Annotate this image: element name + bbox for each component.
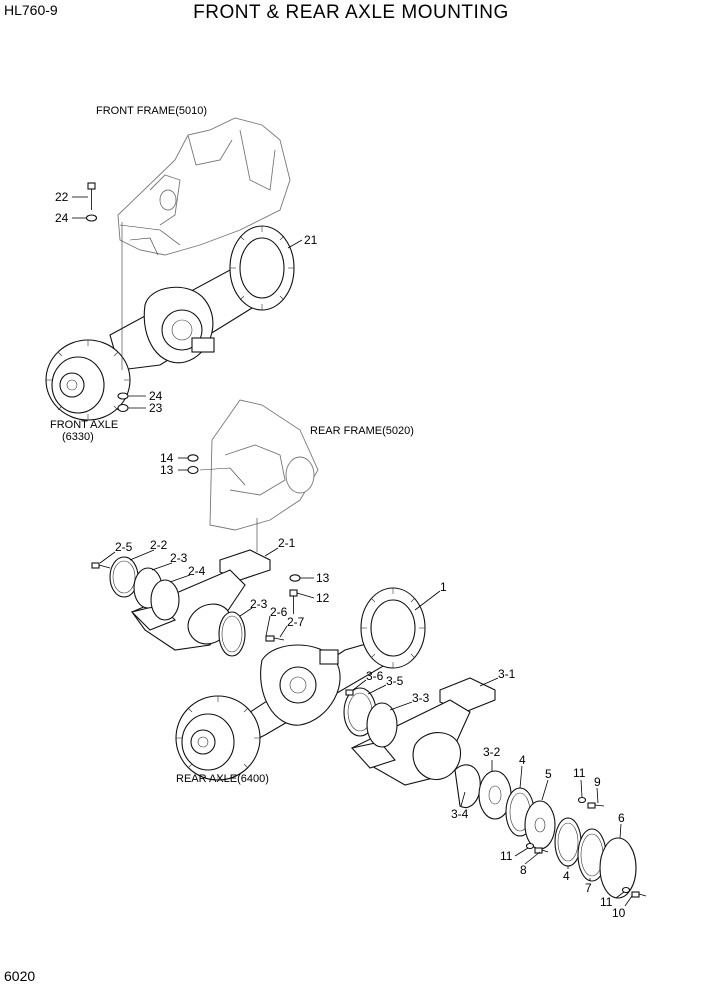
callout-2-3: 2-3: [250, 597, 268, 611]
callout-7: 7: [585, 881, 592, 895]
front-washer-nut-24-23: [117, 392, 129, 413]
rear-frame-label: REAR FRAME(5020): [310, 425, 414, 437]
rear-washer-nut-14-13: [187, 454, 199, 475]
callout-11: 11: [600, 895, 613, 909]
callout-3-4: 3-4: [451, 807, 469, 821]
callout-4: 4: [563, 869, 570, 883]
rear-bolts-2-5-2-7: [91, 562, 285, 642]
callout-10: 10: [612, 906, 626, 920]
front-frame-drawing: [117, 117, 291, 256]
rear-frame-drawing: [199, 399, 319, 531]
page-title: FRONT & REAR AXLE MOUNTING: [193, 2, 509, 23]
rear-axle-label: REAR AXLE(6400): [176, 773, 269, 785]
front-axle-drawing: [45, 225, 295, 421]
callout-2-7: 2-7: [287, 615, 305, 629]
callout-23: 23: [149, 401, 163, 415]
callout-2-3: 2-3: [170, 551, 188, 565]
callout-3-6: 3-6: [366, 669, 384, 683]
callout-13: 13: [316, 571, 330, 585]
callout-3-3: 3-3: [412, 691, 430, 705]
callout-1: 1: [440, 580, 447, 594]
callout-8: 8: [520, 863, 527, 877]
rear-mount-bracket-3: [350, 677, 496, 786]
callout-4: 4: [519, 753, 526, 767]
callout-2-6: 2-6: [270, 605, 288, 619]
front-axle-label: FRONT AXLE: [50, 419, 118, 431]
rear-bolt-12-13: [289, 574, 301, 614]
front-axle-code: (6330): [62, 431, 94, 443]
rear-mount-rings-3: [343, 687, 637, 899]
front-bolt-22: [85, 182, 123, 370]
page-number: 6020: [4, 968, 36, 984]
callout-11: 11: [500, 849, 513, 863]
callout-14: 14: [160, 451, 174, 465]
callout-24: 24: [149, 389, 163, 403]
callout-13: 13: [160, 463, 174, 477]
model-code: HL760-9: [4, 2, 58, 18]
front-frame-label: FRONT FRAME(5010): [96, 105, 207, 117]
callout-5: 5: [545, 767, 552, 781]
callout-3-2: 3-2: [483, 745, 501, 759]
callout-2-5: 2-5: [115, 540, 133, 554]
callout-2-1: 2-1: [278, 536, 296, 550]
callout-6: 6: [618, 811, 625, 825]
leader-lines: [72, 196, 633, 907]
callout-9: 9: [594, 775, 601, 789]
callout-24: 24: [55, 211, 69, 225]
rear-bolts-8-9-10: [525, 796, 647, 898]
rear-axle-drawing: [175, 587, 426, 781]
callout-3-5: 3-5: [386, 674, 404, 688]
callout-22: 22: [55, 190, 69, 204]
callout-12: 12: [316, 591, 330, 605]
callout-21: 21: [304, 233, 318, 247]
callout-2-2: 2-2: [150, 538, 168, 552]
callout-2-4: 2-4: [188, 564, 206, 578]
rear-mount-rings-2: [109, 556, 246, 657]
callout-11: 11: [573, 766, 586, 780]
callout-3-1: 3-1: [498, 667, 516, 681]
